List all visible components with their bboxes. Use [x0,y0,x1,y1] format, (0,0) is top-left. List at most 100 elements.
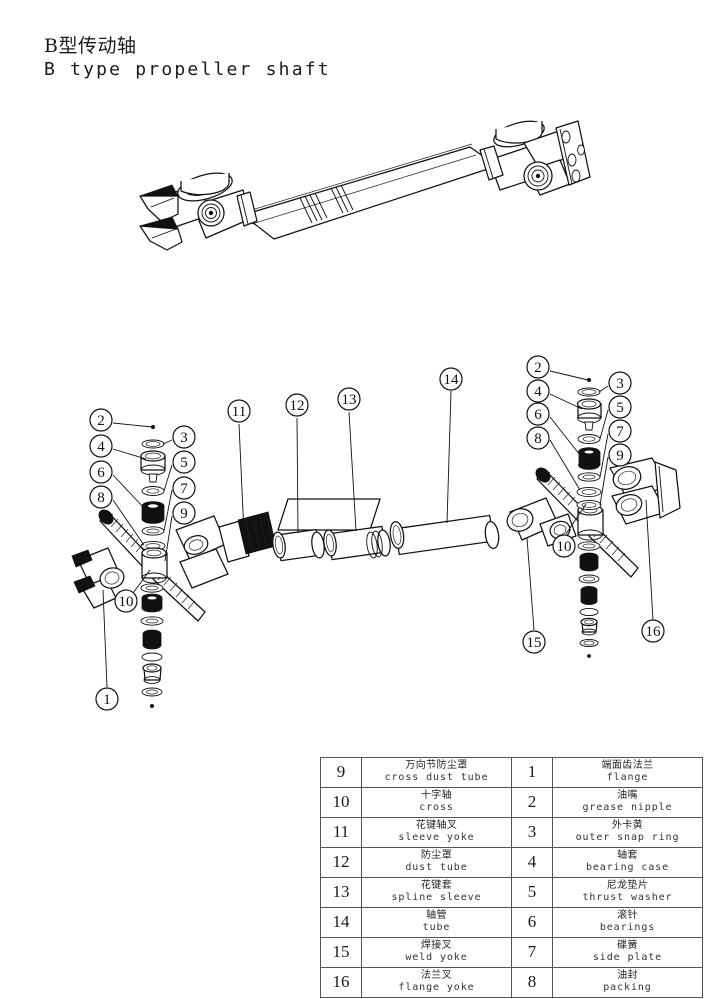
part-desc-right: 碟簧 side plate [552,937,703,968]
part-name-en: tube [422,922,451,933]
part-number-left: 15 [320,937,362,968]
part-number-right: 3 [511,817,553,848]
part-desc-right: 油嘴 grease nipple [552,787,703,818]
part-number-right: 4 [511,847,553,878]
part-number-left: 13 [320,877,362,908]
part-desc-right: 油封 packing [552,967,703,998]
part-name-cn: 十字轴 [420,790,453,801]
part-desc-right: 外卡黄 outer snap ring [552,817,703,848]
part-number-right: 5 [511,877,553,908]
right-lower-bearing-stack [577,541,601,658]
callout-balloon-11[interactable]: 11 [227,399,251,423]
callout-balloon-2-right[interactable]: 2 [526,355,550,379]
part-desc-right: 端面齿法兰 flange [552,757,703,788]
callout-label: 14 [444,372,460,388]
right-assembly [506,457,681,578]
part-number-right: 1 [511,757,553,788]
callout-label: 7 [616,424,624,440]
part-name-cn: 滚针 [617,910,638,921]
callout-balloon-10-right[interactable]: 10 [552,534,576,558]
part-name-cn: 焊接叉 [420,940,453,951]
callout-label: 6 [97,465,105,481]
left-cross-assembly [71,509,277,622]
part-name-en: packing [603,982,652,993]
callout-balloon-12[interactable]: 12 [285,393,309,417]
callout-label: 2 [534,360,542,376]
callout-label: 8 [97,490,105,506]
flange-yoke [609,457,681,525]
callout-balloon-7-right[interactable]: 7 [608,419,632,443]
left-lower-bearing-stack [140,583,164,709]
assembly-geometry [139,120,591,251]
callout-balloon-4[interactable]: 4 [89,434,113,458]
callout-balloon-6[interactable]: 6 [89,460,113,484]
side-plate-left [141,526,165,536]
part-name-en: grease nipple [582,802,673,813]
part-name-en: flange yoke [398,982,475,993]
callout-label: 7 [180,481,188,497]
callout-balloon-9-right[interactable]: 9 [608,443,632,467]
bearing-case-left [140,450,166,483]
part-number-left: 11 [320,817,362,848]
part-name-en: thrust washer [582,892,673,903]
bearing-case-right [576,398,602,431]
part-name-cn: 油封 [617,970,638,981]
part-number-left: 14 [320,907,362,938]
part-name-en: side plate [592,952,663,963]
part-desc-left: 法兰叉 flange yoke [361,967,512,998]
part-desc-right: 轴套 bearing case [552,847,703,878]
callout-label: 3 [616,376,624,392]
callout-label: 9 [616,448,624,464]
callout-label: 2 [97,413,105,429]
callout-balloon-15[interactable]: 15 [522,630,546,654]
part-name-en: spline sleeve [391,892,482,903]
part-name-en: bearings [599,922,656,933]
callout-balloon-13[interactable]: 13 [337,387,361,411]
callout-label: 10 [557,539,572,555]
part-desc-left: 花键套 spline sleeve [361,877,512,908]
callout-balloon-3-right[interactable]: 3 [608,371,632,395]
table-row: 14 轴管 tube 6 滚针 bearings [320,907,703,938]
part-number-left: 10 [320,787,362,818]
dust-tube [272,528,325,562]
callout-label: 16 [646,624,662,640]
part-name-cn: 防尘罩 [420,850,453,861]
dust-tube-part12 [277,498,381,531]
spline-yoke-ear-lower [179,548,229,589]
callout-label: 8 [534,431,542,447]
part-number-right: 7 [511,937,553,968]
table-row: 13 花键套 spline sleeve 5 尼龙垫片 thrust washe… [320,877,703,908]
callout-balloon-5-right[interactable]: 5 [608,395,632,419]
callout-balloon-8[interactable]: 8 [89,485,113,509]
part-name-cn: 端面齿法兰 [601,760,654,771]
part-desc-right: 滚针 bearings [552,907,703,938]
part-name-cn: 尼龙垫片 [606,880,649,891]
callout-balloon-2[interactable]: 2 [89,408,113,432]
table-row: 9 万向节防尘罩 cross dust tube 1 端面齿法兰 flange [320,757,703,788]
callout-balloon-1[interactable]: 1 [95,687,119,711]
callout-balloon-5[interactable]: 5 [172,450,196,474]
callout-label: 15 [527,635,542,651]
table-row: 15 焊接叉 weld yoke 7 碟簧 side plate [320,937,703,968]
part-name-en: sleeve yoke [398,832,475,843]
part-desc-left: 防尘罩 dust tube [361,847,512,878]
callout-balloon-3[interactable]: 3 [172,425,196,449]
callout-balloon-14[interactable]: 14 [439,367,463,391]
callout-balloon-16[interactable]: 16 [641,619,665,643]
callout-balloon-4-right[interactable]: 4 [526,379,550,403]
callout-balloon-8-right[interactable]: 8 [526,426,550,450]
callout-label: 4 [97,439,105,455]
part-name-cn: 花键套 [420,880,453,891]
callout-label: 6 [534,407,542,423]
part-name-en: cross [419,802,454,813]
part-number-left: 12 [320,847,362,878]
callout-balloon-7[interactable]: 7 [172,476,196,500]
callout-label: 9 [180,506,188,522]
callout-balloon-10-left[interactable]: 10 [114,589,138,613]
callout-balloon-9[interactable]: 9 [172,501,196,525]
callout-label: 3 [180,430,188,446]
assembled-shaft-drawing [139,120,591,251]
part-desc-left: 花键轴叉 sleeve yoke [361,817,512,848]
callout-balloon-6-right[interactable]: 6 [526,402,550,426]
